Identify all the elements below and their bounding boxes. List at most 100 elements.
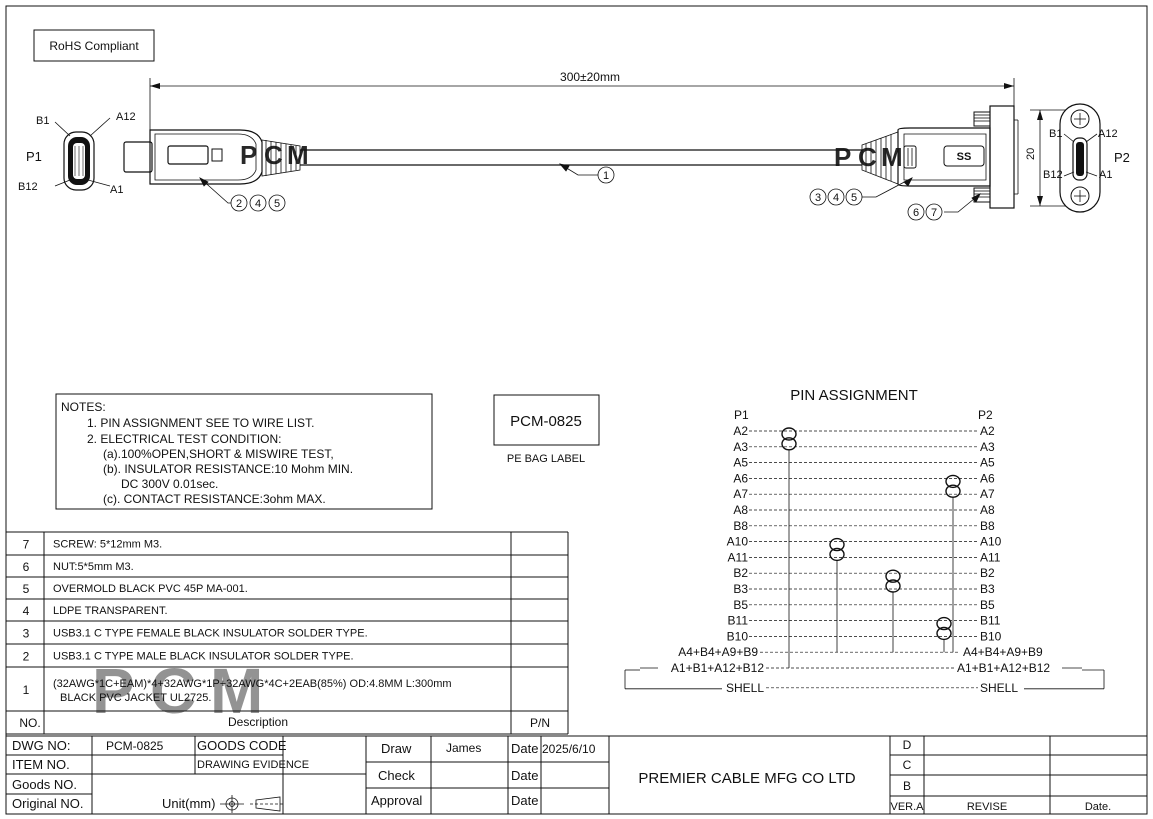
approval-label: Approval bbox=[371, 793, 422, 808]
bom-no-6: 6 bbox=[23, 560, 30, 574]
twisted-pair-1-upper bbox=[945, 474, 961, 489]
pin-right-0: A2 bbox=[980, 424, 995, 438]
pin-left-12: B11 bbox=[728, 614, 749, 628]
pin-right-4: A7 bbox=[980, 487, 995, 501]
notes-line-4: (b). INSULATOR RESISTANCE:10 Mohm MIN. bbox=[103, 462, 353, 476]
p2-label: P2 bbox=[1114, 150, 1130, 165]
bom-desc-7: SCREW: 5*12mm M3. bbox=[53, 539, 162, 551]
watermark-letter-p: P bbox=[92, 655, 135, 727]
bom-header-pn: P/N bbox=[530, 716, 550, 730]
bom-no-4: 4 bbox=[23, 604, 30, 618]
pin-left-1: A3 bbox=[733, 440, 748, 454]
pin-right-14: A4+B4+A9+B9 bbox=[963, 645, 1043, 659]
callout-5: 5 bbox=[274, 198, 280, 210]
pe-bag-label-box bbox=[493, 394, 600, 446]
watermark-letter-c: C bbox=[264, 140, 283, 170]
usb-c-plug bbox=[123, 129, 301, 185]
bom-desc-5: OVERMOLD BLACK PVC 45P MA-001. bbox=[53, 583, 248, 595]
check-label: Check bbox=[378, 768, 415, 783]
pin-header-p2: P2 bbox=[978, 408, 993, 422]
pin-right-6: B8 bbox=[980, 519, 995, 533]
bom-no-2: 2 bbox=[23, 650, 30, 664]
pin-left-9: B2 bbox=[733, 566, 748, 580]
pin-left-15: A1+B1+A12+B12 bbox=[671, 661, 764, 675]
draw-date-label: Date bbox=[511, 741, 538, 756]
pin-left-4: A7 bbox=[733, 487, 748, 501]
pin-assignment-title: PIN ASSIGNMENT bbox=[790, 387, 918, 404]
twisted-pair-2-upper bbox=[829, 537, 845, 552]
p2-pin-a1: A1 bbox=[1099, 169, 1112, 181]
pin-right-11: B5 bbox=[980, 598, 995, 612]
twisted-pair-0-upper bbox=[781, 427, 797, 441]
watermark-plug: P C M bbox=[240, 140, 309, 170]
pin-left-11: B5 bbox=[733, 598, 748, 612]
p2-end-view bbox=[1030, 103, 1101, 213]
pin-left-6: B8 bbox=[733, 519, 748, 533]
p1-pin-b12: B12 bbox=[18, 181, 38, 193]
bom-desc-1-line1: (32AWG*1C+EAM)*4+32AWG*1P+32AWG*4C+2EAB(… bbox=[53, 678, 452, 690]
notes-title: NOTES: bbox=[61, 400, 106, 414]
pin-right-15: A1+B1+A12+B12 bbox=[957, 661, 1050, 675]
p1-pin-b1: B1 bbox=[36, 115, 49, 127]
length-dimension: 300±20mm bbox=[149, 70, 1015, 132]
pin-right-3: A6 bbox=[980, 471, 995, 485]
pin-right-9: B2 bbox=[980, 566, 995, 580]
watermark-jack: P C M bbox=[834, 142, 903, 172]
callout-6: 6 bbox=[913, 207, 919, 219]
pe-bag-label-caption: PE BAG LABEL bbox=[507, 453, 585, 465]
pin-right-13: B10 bbox=[980, 629, 1002, 643]
pin-right-12: B11 bbox=[980, 614, 1001, 628]
item-no-label: ITEM NO. bbox=[12, 757, 70, 772]
pin-left-7: A10 bbox=[727, 535, 749, 549]
callout-7: 7 bbox=[931, 207, 937, 219]
watermark-letter-m: M bbox=[881, 142, 903, 172]
bom-desc-1-line2: BLACK PVC JACKET UL2725. bbox=[60, 692, 211, 704]
callouts-cable: 1 bbox=[597, 166, 615, 184]
notes-line-3: (a).100%OPEN,SHORT & MISWIRE TEST, bbox=[103, 447, 334, 461]
twisted-pair-3-upper bbox=[885, 569, 901, 583]
p2-pin-a12: A12 bbox=[1098, 128, 1118, 140]
pin-right-5: A8 bbox=[980, 503, 995, 517]
draw-name: James bbox=[446, 741, 481, 755]
pin-left-5: A8 bbox=[733, 503, 748, 517]
bom-desc-3: USB3.1 C TYPE FEMALE BLACK INSULATOR SOL… bbox=[53, 628, 368, 640]
bom-desc-2: USB3.1 C TYPE MALE BLACK INSULATOR SOLDE… bbox=[53, 651, 354, 663]
bom-no-1: 1 bbox=[23, 683, 30, 697]
bom-no-7: 7 bbox=[23, 538, 30, 552]
pe-bag-label-code: PCM-0825 bbox=[510, 413, 582, 430]
twisted-pair-4-upper bbox=[936, 616, 952, 631]
dwg-no-label: DWG NO: bbox=[12, 738, 71, 753]
notes-line-1: 1. PIN ASSIGNMENT SEE TO WIRE LIST. bbox=[87, 416, 314, 430]
bom-no-3: 3 bbox=[23, 627, 30, 641]
pin-left-0: A2 bbox=[733, 424, 748, 438]
p2-pin-b1: B1 bbox=[1049, 128, 1062, 140]
revision-c: C bbox=[903, 758, 912, 772]
watermark-letter-p: P bbox=[240, 140, 257, 170]
approval-date-label: Date bbox=[511, 793, 538, 808]
unit-label: Unit(mm) bbox=[162, 796, 215, 811]
notes-line-5: DC 300V 0.01sec. bbox=[121, 477, 218, 491]
goods-code-label: GOODS CODE bbox=[197, 738, 287, 753]
original-no-label: Original NO. bbox=[12, 796, 84, 811]
usb-c-jack-panel-mount: SS bbox=[861, 105, 1019, 209]
cable bbox=[300, 149, 862, 166]
bom-header-desc: Description bbox=[228, 715, 288, 729]
callouts-plug: 2 4 5 bbox=[230, 194, 286, 212]
pin-left-3: A6 bbox=[733, 471, 748, 485]
goods-no-label: Goods NO. bbox=[12, 777, 77, 792]
draw-date-value: 2025/6/10 bbox=[542, 742, 596, 756]
callout-leaders bbox=[199, 163, 981, 213]
revise-label: REVISE bbox=[967, 801, 1007, 813]
bom-header-no: NO. bbox=[19, 716, 40, 730]
ver-label: VER.A bbox=[890, 801, 924, 813]
pin-left-14: A4+B4+A9+B9 bbox=[678, 645, 758, 659]
revision-d: D bbox=[903, 738, 912, 752]
pin-left-16: SHELL bbox=[726, 681, 764, 695]
callout-3: 3 bbox=[815, 192, 821, 204]
height-dimension-text: 20 bbox=[1025, 148, 1037, 160]
p1-end-view bbox=[54, 117, 111, 191]
